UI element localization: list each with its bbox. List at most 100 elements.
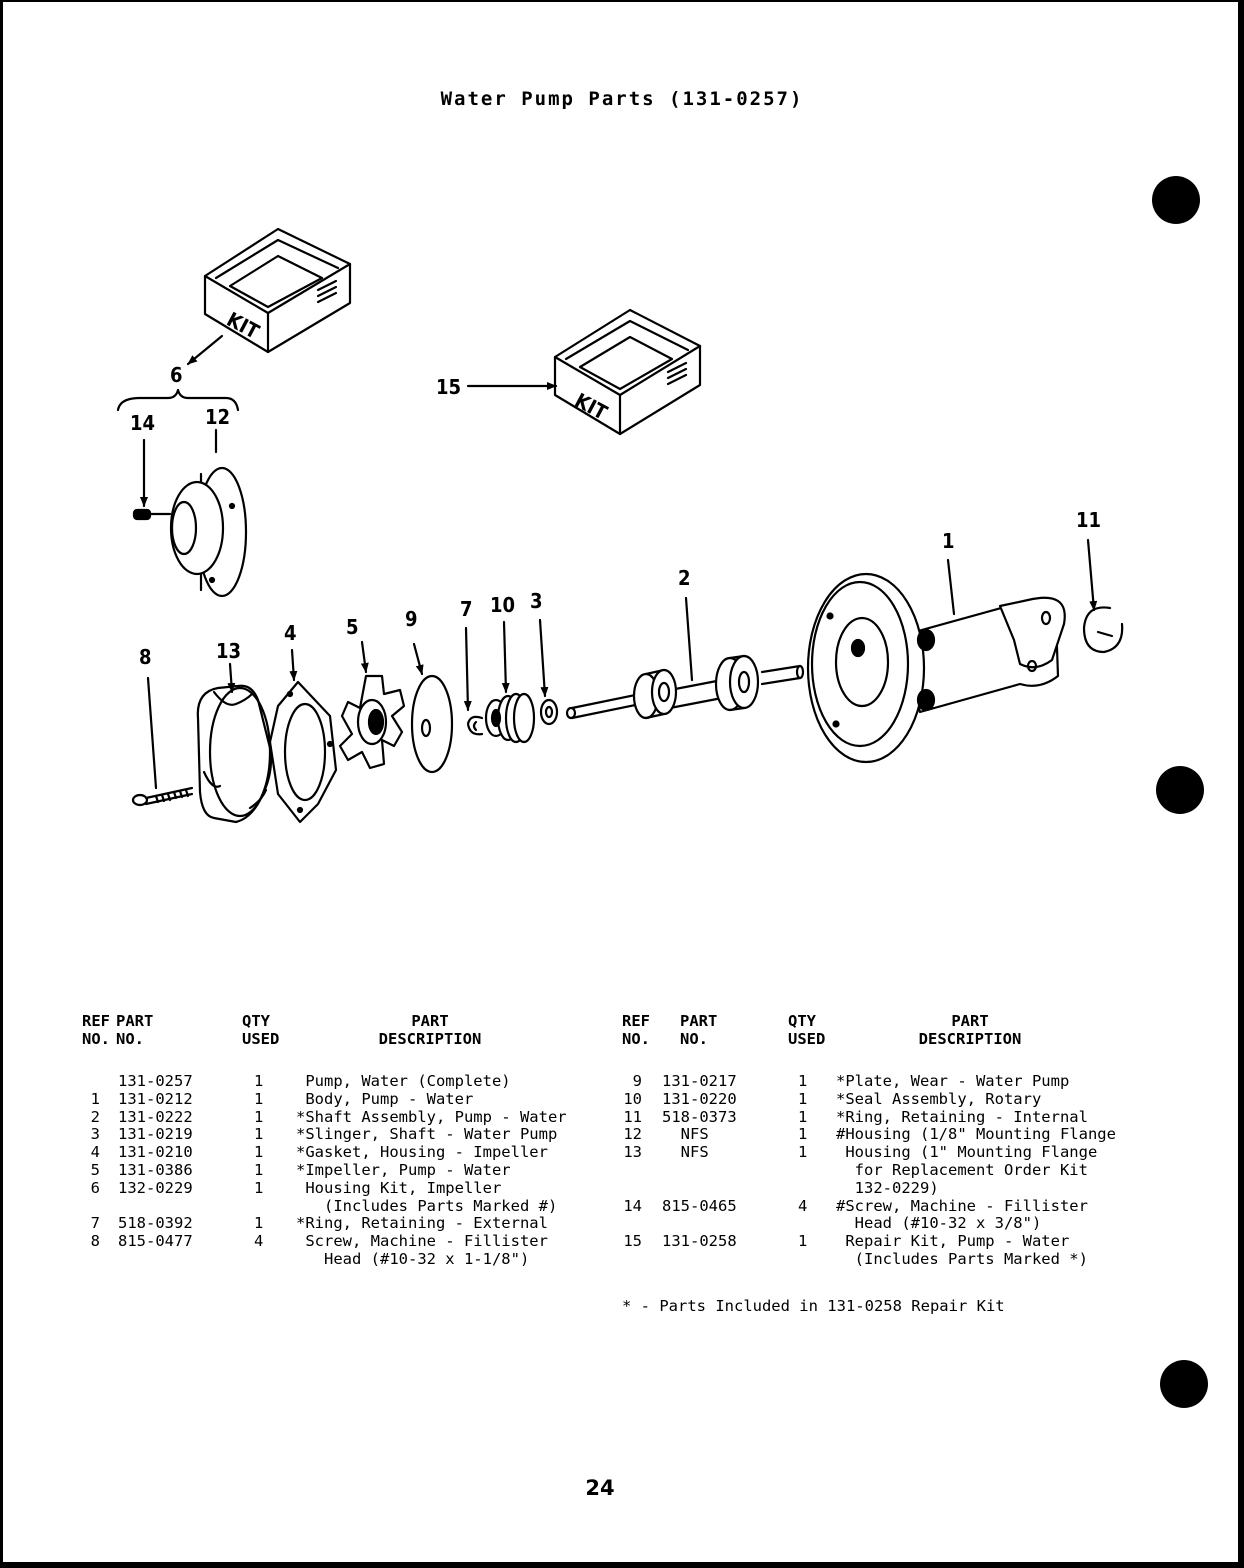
- qty-used-cell: 1: [254, 1125, 264, 1144]
- description-cell: Housing (1" Mounting Flange: [836, 1143, 1098, 1162]
- qty-used-cell: 1: [798, 1089, 808, 1108]
- description-cell: (Includes Parts Marked *): [836, 1250, 1088, 1268]
- qty-used-cell: 1: [798, 1232, 808, 1251]
- screw-14: [132, 508, 172, 521]
- ref-no-cell: 4: [90, 1143, 100, 1162]
- screw-8: [131, 786, 194, 807]
- part-no-cell: 131-0210: [118, 1143, 193, 1162]
- part-no-cell: 131-0257: [118, 1072, 193, 1090]
- callout-3: 3: [530, 589, 543, 613]
- part-no-cell: 131-0217: [662, 1072, 737, 1090]
- page-number: 24: [585, 1476, 615, 1500]
- right-border: [1238, 0, 1244, 1568]
- description-cell: *Gasket, Housing - Impeller: [296, 1143, 548, 1162]
- header-part-description: PART DESCRIPTION: [918, 1012, 1022, 1048]
- leader-7: [463, 626, 472, 712]
- ref-no-cell: 12: [623, 1125, 642, 1144]
- ref-no-cell: 10: [623, 1089, 642, 1108]
- callout-14: 14: [130, 411, 155, 435]
- callout-2: 2: [678, 566, 691, 590]
- qty-used-cell: 1: [254, 1143, 264, 1162]
- header-ref-no: REF NO.: [622, 1012, 650, 1048]
- description-cell: (Includes Parts Marked #): [296, 1196, 558, 1215]
- header-qty-used: QTY USED: [788, 1012, 826, 1048]
- description-cell: Pump, Water (Complete): [296, 1072, 511, 1090]
- description-cell: *Impeller, Pump - Water: [296, 1161, 511, 1179]
- leader-6: [186, 334, 224, 366]
- description-cell: *Shaft Assembly, Pump - Water: [296, 1107, 567, 1126]
- leader-10: [501, 620, 510, 694]
- part-no-cell: 815-0477: [118, 1232, 193, 1251]
- leader-1: [946, 558, 956, 616]
- part-no-cell: 131-0222: [118, 1107, 193, 1126]
- retaining-ring-7: [466, 715, 484, 736]
- part-no-cell: 815-0465: [662, 1196, 737, 1215]
- description-cell: #Screw, Machine - Fillister: [836, 1196, 1088, 1215]
- leader-9: [412, 642, 424, 676]
- qty-used-cell: 4: [798, 1196, 808, 1215]
- qty-used-cell: 1: [254, 1072, 264, 1090]
- qty-used-cell: 1: [254, 1089, 264, 1108]
- description-cell: *Ring, Retaining - Internal: [836, 1107, 1088, 1126]
- description-cell: *Slinger, Shaft - Water Pump: [296, 1125, 558, 1144]
- header-part-description: PART DESCRIPTION: [378, 1012, 482, 1048]
- binder-hole-top: [1152, 176, 1200, 224]
- kit-box-15: KIT: [553, 308, 702, 436]
- parts-table-right: REF NO. PART NO. QTY USED PART DESCRIPTI…: [600, 1012, 1140, 1272]
- qty-used-cell: 1: [254, 1161, 264, 1179]
- description-cell: *Ring, Retaining - External: [296, 1214, 548, 1233]
- callout-11: 11: [1076, 508, 1101, 532]
- leader-3: [538, 618, 549, 698]
- header-part-no: PART NO.: [116, 1012, 154, 1048]
- part-no-cell: 131-0220: [662, 1089, 737, 1108]
- callout-1: 1: [942, 529, 955, 553]
- qty-used-cell: 1: [798, 1072, 808, 1090]
- part-no-cell: 131-0386: [118, 1161, 193, 1179]
- leader-8: [146, 676, 158, 790]
- qty-used-cell: 1: [798, 1107, 808, 1126]
- description-cell: *Seal Assembly, Rotary: [836, 1089, 1042, 1108]
- description-cell: Head (#10-32 x 3/8"): [836, 1214, 1042, 1233]
- gasket-4: [268, 680, 338, 824]
- impeller-5: [338, 674, 406, 770]
- parts-table-left: REF NO. PART NO. QTY USED PART DESCRIPTI…: [60, 1012, 600, 1272]
- shaft-assembly-2: [565, 654, 805, 720]
- description-cell: Head (#10-32 x 1-1/8"): [296, 1250, 530, 1268]
- ref-no-cell: 15: [623, 1232, 642, 1251]
- description-cell: for Replacement Order Kit: [836, 1161, 1088, 1179]
- header-qty-used: QTY USED: [242, 1012, 280, 1048]
- ref-no-cell: 13: [623, 1143, 642, 1162]
- callout-12: 12: [205, 405, 230, 429]
- leader-11: [1086, 538, 1098, 612]
- callout-7: 7: [460, 597, 473, 621]
- kit-box-6: KIT: [203, 227, 352, 354]
- qty-used-cell: 1: [254, 1107, 264, 1126]
- description-cell: Screw, Machine - Fillister: [296, 1232, 548, 1251]
- header-ref-no: REF NO.: [82, 1012, 110, 1048]
- qty-used-cell: 1: [798, 1125, 808, 1144]
- slinger-3: [539, 698, 559, 726]
- description-cell: *Plate, Wear - Water Pump: [836, 1072, 1070, 1090]
- description-cell: #Housing (1/8" Mounting Flange: [836, 1125, 1116, 1144]
- callout-9: 9: [405, 607, 418, 631]
- callout-4: 4: [284, 621, 297, 645]
- part-no-cell: NFS: [662, 1143, 709, 1162]
- footnote: * - Parts Included in 131-0258 Repair Ki…: [622, 1297, 1005, 1315]
- housing-13: [196, 684, 273, 824]
- ref-no-cell: 3: [90, 1125, 100, 1144]
- ref-no-cell: 2: [90, 1107, 100, 1126]
- part-no-cell: NFS: [662, 1125, 709, 1144]
- wear-plate-9: [410, 674, 454, 774]
- callout-8: 8: [139, 645, 152, 669]
- page-title: Water Pump Parts (131-0257): [440, 88, 804, 110]
- part-no-cell: 131-0258: [662, 1232, 737, 1251]
- qty-used-cell: 1: [254, 1214, 264, 1233]
- ref-no-cell: 1: [90, 1089, 100, 1108]
- ref-no-cell: 7: [90, 1214, 100, 1233]
- kit-brace: [116, 388, 240, 412]
- part-no-cell: 518-0373: [662, 1107, 737, 1126]
- leader-4: [289, 648, 298, 682]
- part-no-cell: 518-0392: [118, 1214, 193, 1233]
- callout-6: 6: [170, 363, 183, 387]
